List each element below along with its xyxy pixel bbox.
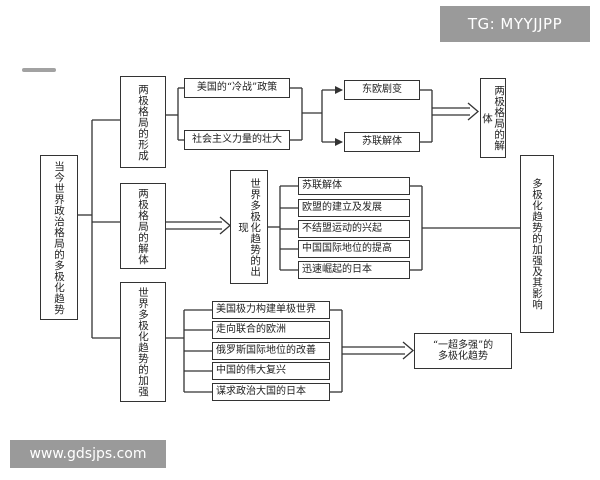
branch2-item-2: 欧盟的建立及发展 (298, 199, 410, 217)
branch2-item-3-label: 不结盟运动的兴起 (302, 223, 382, 235)
branch3-item-1-label: 美国极力构建单极世界 (216, 304, 316, 316)
watermark-site: www.gdsjps.com (10, 440, 166, 468)
branch2-item-1-label: 苏联解体 (302, 180, 342, 192)
branch2-item-1: 苏联解体 (298, 177, 410, 195)
branch3-result-line1: “一超多强”的 (432, 339, 494, 351)
branch3-title-box: 世界多极化趋势的加强 (120, 282, 166, 402)
branch2-title-box: 两极格局的解体 (120, 183, 166, 269)
branch2-middle-box: 世界多极化趋势的出现 (230, 170, 268, 284)
branch3-result-line2: 多极化趋势 (438, 351, 488, 362)
branch2-item-4-label: 中国国际地位的提高 (302, 243, 392, 255)
branch1-item-2-label: 社会主义力量的壮大 (192, 134, 282, 146)
branch3-title: 世界多极化趋势的加强 (137, 287, 150, 397)
root-box: 当今世界政治格局的多极化趋势 (40, 155, 78, 320)
root-label: 当今世界政治格局的多极化趋势 (53, 160, 66, 315)
branch2-item-2-label: 欧盟的建立及发展 (302, 202, 382, 214)
branch2-middle: 世界多极化趋势的出现 (237, 177, 262, 277)
branch3-item-3-label: 俄罗斯国际地位的改善 (216, 345, 316, 357)
right-summary-box: 多极化趋势的加强及其影响 (520, 155, 554, 333)
branch2-item-5-label: 迅速崛起的日本 (302, 264, 372, 276)
double-arrow-b3 (342, 341, 415, 360)
branch3-item-4-label: 中国的伟大复兴 (216, 365, 286, 377)
right-summary: 多极化趋势的加强及其影响 (531, 178, 544, 310)
branch1-event-1: 东欧剧变 (344, 80, 420, 100)
watermark-tg-text: TG: MYYJJPP (467, 15, 563, 33)
scan-smudge (22, 68, 56, 72)
branch3-item-3: 俄罗斯国际地位的改善 (212, 342, 330, 360)
branch3-item-2-label: 走向联合的欧洲 (216, 324, 286, 336)
branch1-event-2: 苏联解体 (344, 132, 420, 152)
branch1-item-2: 社会主义力量的壮大 (184, 130, 290, 150)
branch2-item-5: 迅速崛起的日本 (298, 261, 410, 279)
branch1-event-2-label: 苏联解体 (362, 136, 402, 148)
branch3-item-2: 走向联合的欧洲 (212, 321, 330, 339)
branch3-result-box: “一超多强”的 多极化趋势 (414, 333, 512, 369)
branch3-item-5-label: 谋求政治大国的日本 (216, 386, 306, 398)
branch1-result: 两极格局的解体 (481, 85, 506, 151)
watermark-site-text: www.gdsjps.com (29, 446, 147, 462)
double-arrow-b1 (432, 102, 480, 121)
branch3-item-5: 谋求政治大国的日本 (212, 383, 330, 401)
branch3-item-4: 中国的伟大复兴 (212, 362, 330, 380)
branch1-event-1-label: 东欧剧变 (362, 84, 402, 96)
branch1-result-box: 两极格局的解体 (480, 78, 506, 158)
branch1-item-1: 美国的“冷战”政策 (184, 78, 290, 98)
branch1-item-1-label: 美国的“冷战”政策 (196, 82, 278, 94)
branch3-item-1: 美国极力构建单极世界 (212, 301, 330, 319)
branch2-item-3: 不结盟运动的兴起 (298, 220, 410, 238)
branch2-item-4: 中国国际地位的提高 (298, 240, 410, 258)
branch2-title: 两极格局的解体 (137, 187, 150, 265)
branch1-title: 两极格局的形成 (137, 83, 150, 161)
watermark-tg: TG: MYYJJPP (440, 6, 590, 42)
branch1-title-box: 两极格局的形成 (120, 76, 166, 168)
double-arrow-b2 (166, 216, 232, 235)
